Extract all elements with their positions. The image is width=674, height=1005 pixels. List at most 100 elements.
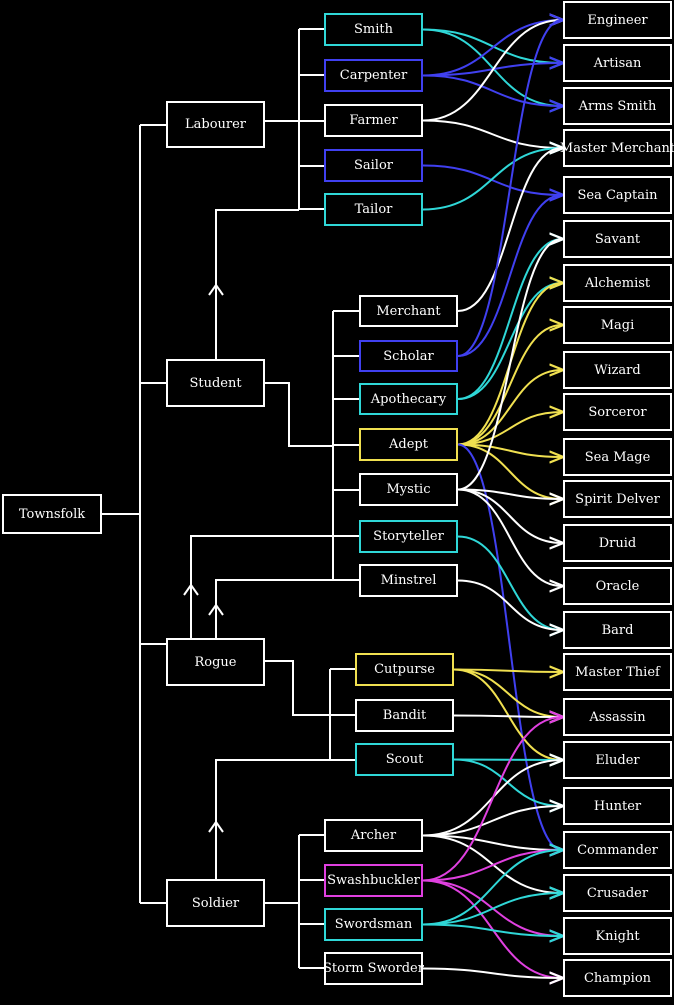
node-farmer[interactable]: Farmer <box>324 104 423 137</box>
cross-soldier-scout <box>215 759 330 879</box>
node-storyteller[interactable]: Storyteller <box>359 520 458 553</box>
node-artisan[interactable]: Artisan <box>563 44 672 82</box>
node-townsfolk[interactable]: Townsfolk <box>2 494 102 534</box>
edge-apothecary-to-savant <box>457 239 562 400</box>
cross-student-labourer <box>215 209 299 359</box>
node-masterthief[interactable]: Master Thief <box>563 653 672 691</box>
edge-adept-to-wizard <box>457 370 562 446</box>
node-knight[interactable]: Knight <box>563 917 672 955</box>
node-wizard[interactable]: Wizard <box>563 351 672 389</box>
node-spiritdelver[interactable]: Spirit Delver <box>563 480 672 518</box>
stem-student <box>265 382 333 447</box>
stem-rogue <box>265 660 330 716</box>
edge-swashbuckler-to-assassin <box>422 717 562 882</box>
edge-minstrel-to-bard <box>457 579 562 631</box>
up-arrow-1 <box>183 583 199 596</box>
node-bandit[interactable]: Bandit <box>355 699 454 732</box>
node-mystic[interactable]: Mystic <box>359 473 458 506</box>
edge-mystic-to-oracle <box>457 488 562 587</box>
node-oracle[interactable]: Oracle <box>563 567 672 605</box>
edge-adept-to-magi <box>457 325 562 446</box>
edge-apothecary-to-alchemist <box>457 283 562 400</box>
edge-stormsworder-to-champion <box>422 967 562 979</box>
cross-rogue-storyteller <box>190 535 359 638</box>
node-seamage[interactable]: Sea Mage <box>563 438 672 476</box>
node-magi[interactable]: Magi <box>563 306 672 344</box>
node-eluder[interactable]: Eluder <box>563 741 672 779</box>
node-swashbuckler[interactable]: Swashbuckler <box>324 864 423 897</box>
node-sailor[interactable]: Sailor <box>324 149 423 182</box>
edge-scholar-to-engineer <box>457 20 562 357</box>
edge-mystic-to-savant <box>457 239 562 491</box>
edge-scout-to-eluder <box>453 760 562 761</box>
node-savant[interactable]: Savant <box>563 220 672 258</box>
node-druid[interactable]: Druid <box>563 524 672 562</box>
edge-swordsman-to-commander <box>422 850 562 926</box>
node-hunter[interactable]: Hunter <box>563 787 672 825</box>
edge-swashbuckler-to-commander <box>422 850 562 882</box>
edge-sailor-to-seacaptain <box>422 164 562 196</box>
edge-adept-to-spiritdelver <box>457 443 562 500</box>
edge-adept-to-sorceror <box>457 412 562 446</box>
ticks-soldier <box>299 834 324 969</box>
node-rogue[interactable]: Rogue <box>166 638 265 686</box>
node-commander[interactable]: Commander <box>563 831 672 869</box>
ticks-labourer <box>299 28 324 210</box>
node-assassin[interactable]: Assassin <box>563 698 672 736</box>
edge-cutpurse-to-eluder <box>453 668 562 761</box>
edge-adept-to-commander <box>457 443 562 851</box>
edge-merchant-to-mastermerchant <box>457 148 562 312</box>
edge-mystic-to-spiritdelver <box>457 488 562 500</box>
edge-mystic-to-druid <box>457 488 562 544</box>
edge-bandit-to-assassin <box>453 716 562 718</box>
node-alchemist[interactable]: Alchemist <box>563 264 672 302</box>
edge-adept-to-seamage <box>457 443 562 458</box>
node-labourer[interactable]: Labourer <box>166 101 265 148</box>
node-crusader[interactable]: Crusader <box>563 874 672 912</box>
up-arrow-3 <box>208 820 224 833</box>
node-merchant[interactable]: Merchant <box>359 295 458 327</box>
node-mastermerchant[interactable]: Master Merchant <box>560 129 674 167</box>
edge-carpenter-to-engineer <box>422 20 562 77</box>
node-champion[interactable]: Champion <box>563 959 672 997</box>
edge-cutpurse-to-masterthief <box>453 670 562 673</box>
node-scout[interactable]: Scout <box>355 743 454 776</box>
node-smith[interactable]: Smith <box>324 13 423 46</box>
node-engineer[interactable]: Engineer <box>563 1 672 39</box>
node-tailor[interactable]: Tailor <box>324 193 423 226</box>
edge-cutpurse-to-assassin <box>453 668 562 718</box>
edge-storyteller-to-bard <box>457 535 562 631</box>
edge-swordsman-to-knight <box>422 923 562 937</box>
node-soldier[interactable]: Soldier <box>166 879 265 927</box>
node-scholar[interactable]: Scholar <box>359 340 458 372</box>
node-minstrel[interactable]: Minstrel <box>359 564 458 597</box>
ticks-rogue <box>330 668 355 761</box>
edge-farmer-to-engineer <box>422 20 562 122</box>
up-arrow-0 <box>208 283 224 296</box>
edge-archer-to-hunter <box>422 806 562 837</box>
node-swordsman[interactable]: Swordsman <box>324 908 423 941</box>
edge-tailor-to-mastermerchant <box>422 148 562 211</box>
node-cutpurse[interactable]: Cutpurse <box>355 653 454 686</box>
cross-rogue-minstrel <box>215 579 333 638</box>
node-adept[interactable]: Adept <box>359 428 458 461</box>
node-apothecary[interactable]: Apothecary <box>359 383 458 415</box>
up-arrow-2 <box>208 603 224 616</box>
edge-farmer-to-mastermerchant <box>422 119 562 149</box>
edge-smith-to-artisan <box>422 28 562 64</box>
edge-scholar-to-seacaptain <box>457 195 562 357</box>
node-student[interactable]: Student <box>166 359 265 407</box>
edge-archer-to-commander <box>422 834 562 851</box>
node-sorceror[interactable]: Sorceror <box>563 393 672 431</box>
node-bard[interactable]: Bard <box>563 611 672 649</box>
node-archer[interactable]: Archer <box>324 819 423 852</box>
edge-smith-to-armssmith <box>422 28 562 107</box>
node-carpenter[interactable]: Carpenter <box>324 59 423 92</box>
node-stormsworder[interactable]: Storm Sworder <box>323 952 424 985</box>
edge-swordsman-to-crusader <box>422 893 562 926</box>
ticks-student <box>333 310 359 581</box>
node-armssmith[interactable]: Arms Smith <box>563 87 672 125</box>
node-seacaptain[interactable]: Sea Captain <box>563 176 672 214</box>
